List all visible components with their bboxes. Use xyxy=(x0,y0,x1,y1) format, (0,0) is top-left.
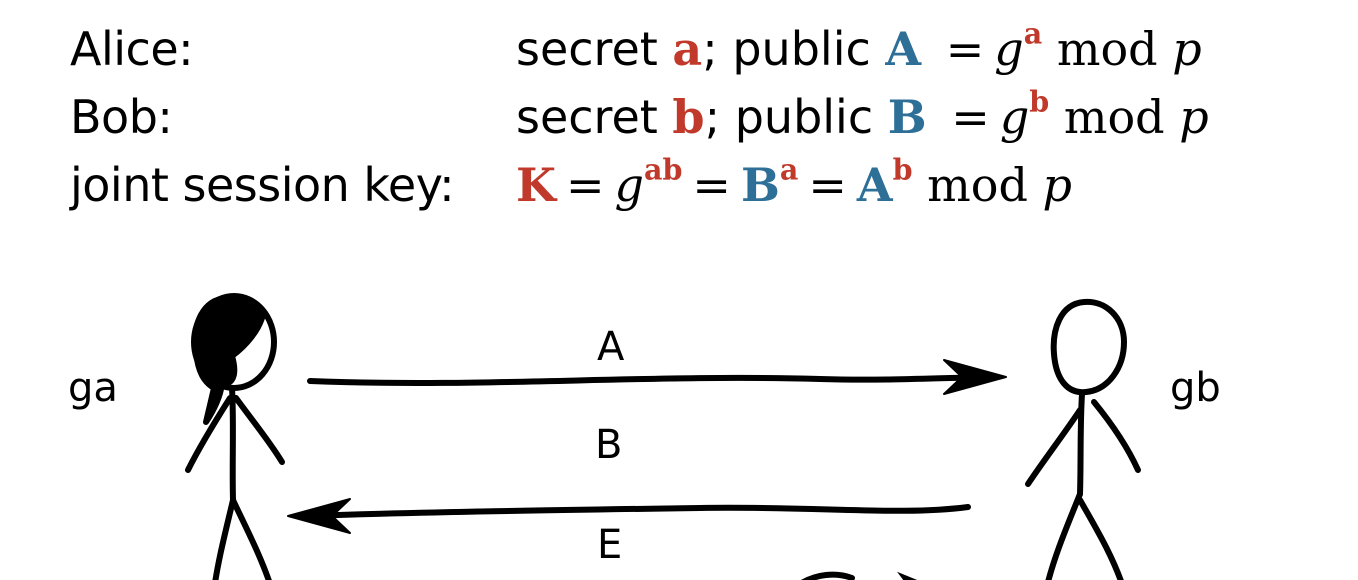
bob-side-label: gb xyxy=(1170,365,1221,411)
equals-sign: = xyxy=(951,90,990,144)
modulus: p xyxy=(1179,90,1209,144)
bob-arm-right xyxy=(1091,399,1141,473)
alice-hair xyxy=(192,294,265,425)
alice-public: A xyxy=(885,22,922,76)
alice-secret: a xyxy=(672,22,703,76)
bob-arm-left xyxy=(1025,407,1083,487)
bob-leg-right xyxy=(1077,497,1124,580)
modulus: p xyxy=(1042,158,1072,212)
message-label-e: E xyxy=(597,522,622,568)
bob-exponent: b xyxy=(1029,84,1050,119)
alice-side-label: ga xyxy=(68,365,118,411)
generator: g xyxy=(614,158,644,212)
arrowhead-right xyxy=(943,359,1007,395)
public-word: ; public xyxy=(702,22,871,76)
alice-exponent: a xyxy=(1023,16,1043,51)
mod-word: mod xyxy=(927,158,1028,212)
alice-equation: secret a; public A =ga mod p xyxy=(516,18,1202,80)
generator: g xyxy=(999,90,1030,144)
bob-body xyxy=(1077,391,1085,497)
bob-head xyxy=(1050,298,1127,396)
alice-body xyxy=(229,385,236,503)
bob-secret: b xyxy=(672,90,705,144)
bob-secret-exp: b xyxy=(892,152,913,187)
message-label-b: B xyxy=(595,422,622,468)
bob-public-ref: B xyxy=(740,158,780,212)
generator: g xyxy=(994,22,1024,76)
alice-leg-left xyxy=(212,497,236,580)
arrowhead-partial xyxy=(897,571,918,580)
joint-key-equation: K=gab=Ba=Ab mod p xyxy=(516,154,1072,216)
arrow-partial-bottom xyxy=(801,571,918,580)
bob-figure xyxy=(1025,298,1141,580)
equals-sign: = xyxy=(945,22,985,76)
mod-word: mod xyxy=(1063,90,1165,144)
session-key: K xyxy=(516,158,556,212)
modulus: p xyxy=(1172,22,1202,76)
equals-sign: = xyxy=(692,158,731,212)
alice-arm-right xyxy=(233,395,285,465)
arrow-bob-to-alice xyxy=(287,498,971,534)
alice-arm-left xyxy=(185,395,233,473)
alice-figure xyxy=(185,293,285,580)
secret-word: secret xyxy=(516,22,658,76)
equals-sign: = xyxy=(565,158,605,212)
bob-leg-left xyxy=(1045,491,1083,580)
arrow-alice-to-bob xyxy=(307,359,1007,395)
joint-key-label: joint session key: xyxy=(70,158,455,212)
secret-word: secret xyxy=(516,90,658,144)
arrowhead-left xyxy=(287,498,351,534)
alice-leg-right xyxy=(230,497,272,580)
mod-word: mod xyxy=(1056,22,1158,76)
equals-sign: = xyxy=(808,158,847,212)
alice-label: Alice: xyxy=(70,22,194,76)
alice-public-ref: A xyxy=(856,158,893,212)
bob-label: Bob: xyxy=(70,90,173,144)
joint-exponent: ab xyxy=(643,152,683,187)
alice-secret-exp: a xyxy=(779,152,799,187)
public-word: ; public xyxy=(704,90,874,144)
message-label-a: A xyxy=(597,324,625,370)
bob-equation: secret b; public B =gb mod p xyxy=(516,86,1209,148)
bob-public: B xyxy=(887,90,927,144)
